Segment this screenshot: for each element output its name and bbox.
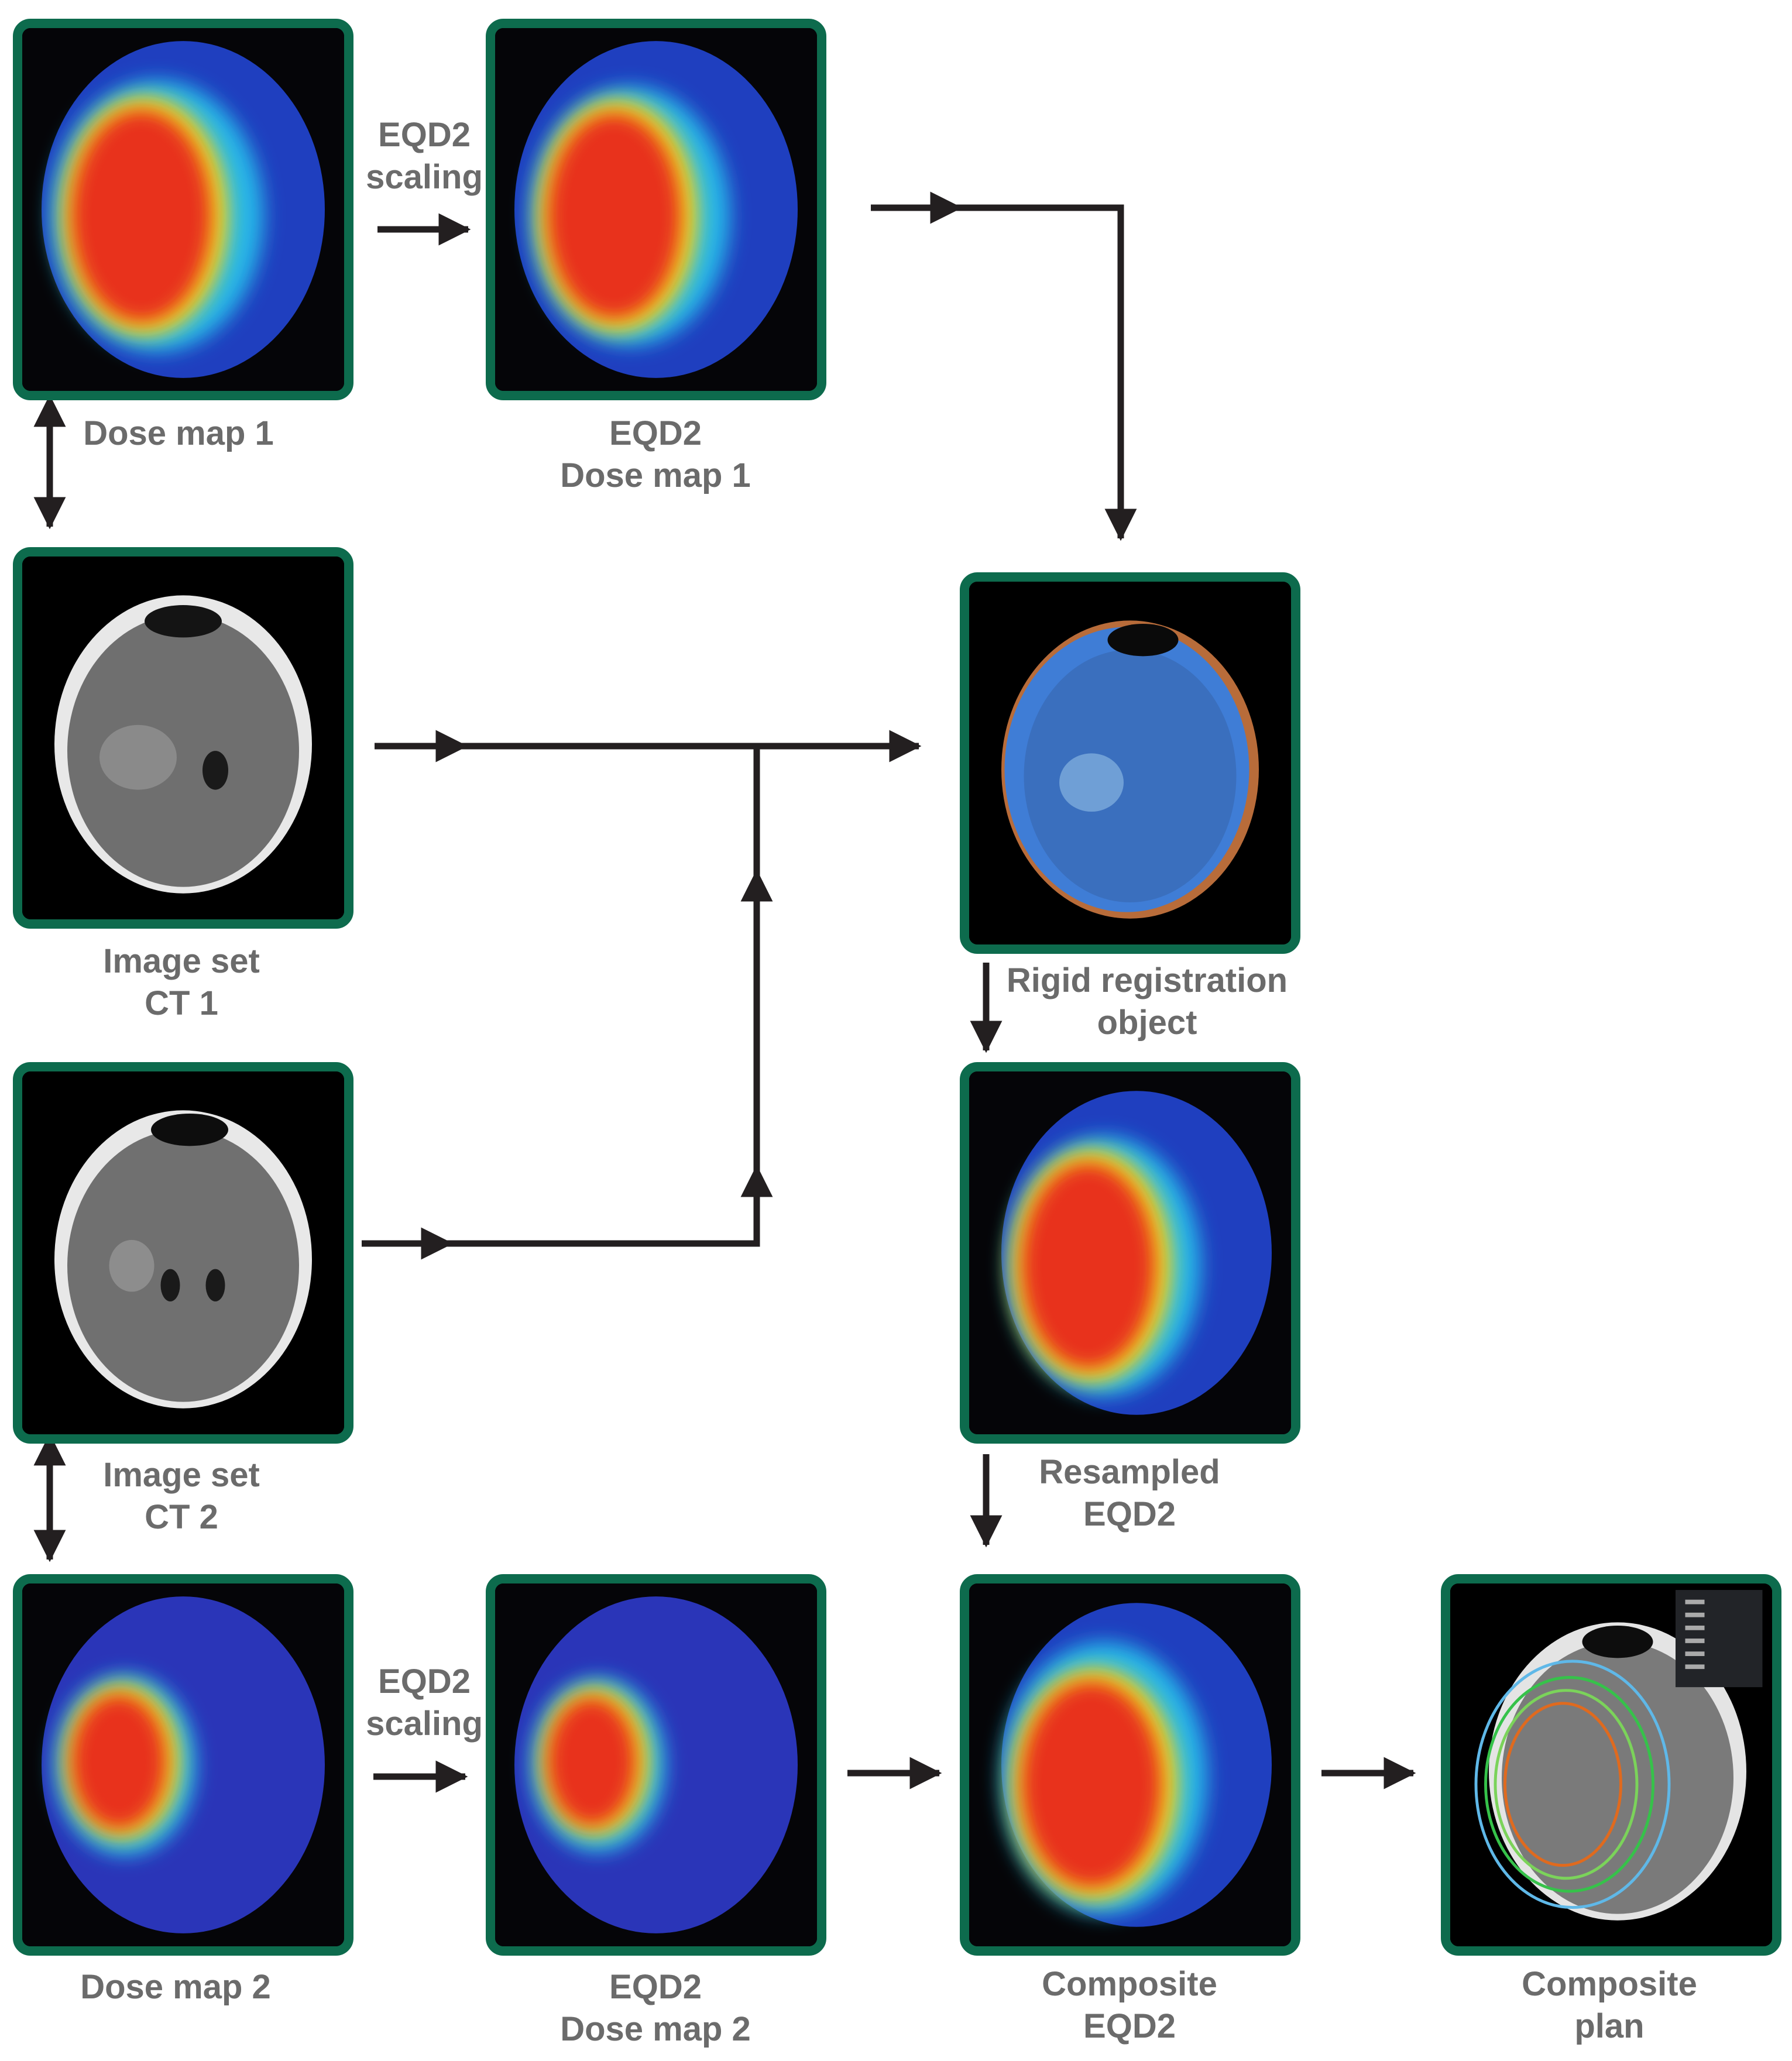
label-dose-map-2: Dose map 2 <box>80 1968 271 2006</box>
ct-scan-image <box>22 557 344 919</box>
dose-heatmap-image <box>969 1071 1291 1434</box>
label-composite-eqd2: Composite EQD2 <box>1042 1965 1217 2045</box>
label-composite-plan: Composite plan <box>1522 1965 1697 2045</box>
label-image-set-ct1: Image set CT 1 <box>103 942 260 1022</box>
label-scaling-top: EQD2 scaling <box>366 116 483 196</box>
label-image-set-ct2: Image set CT 2 <box>103 1456 260 1536</box>
panel-eqd2-dose-map-2 <box>486 1574 826 1956</box>
panel-composite-eqd2 <box>960 1574 1300 1956</box>
dose-heatmap-image <box>969 1583 1291 1946</box>
plan-overlay-image <box>1450 1583 1772 1946</box>
arrow-eqd2-to-registration <box>871 204 1137 541</box>
dose-heatmap-image <box>495 1583 817 1946</box>
panel-resampled-eqd2 <box>960 1062 1300 1444</box>
label-eqd2-dose-map-1: EQD2 Dose map 1 <box>560 414 751 494</box>
panel-image-set-ct1 <box>13 547 353 929</box>
label-rigid-registration: Rigid registration object <box>1006 961 1288 1042</box>
panel-dose-map-1 <box>13 19 353 400</box>
panel-eqd2-dose-map-1 <box>486 19 826 400</box>
panel-dose-map-2 <box>13 1574 353 1956</box>
dose-heatmap-image <box>22 1583 344 1946</box>
panel-rigid-registration <box>960 572 1300 954</box>
label-eqd2-dose-map-2: EQD2 Dose map 2 <box>560 1968 751 2048</box>
registration-overlay-image <box>969 582 1291 944</box>
dose-heatmap-image <box>22 28 344 391</box>
arrow-ct2-to-junction <box>362 746 760 1247</box>
label-resampled-eqd2: Resampled EQD2 <box>1039 1453 1220 1533</box>
panel-composite-plan <box>1441 1574 1781 1956</box>
label-dose-map-1: Dose map 1 <box>83 414 274 452</box>
label-scaling-bottom: EQD2 scaling <box>366 1662 483 1743</box>
panel-image-set-ct2 <box>13 1062 353 1444</box>
ct-scan-image <box>22 1071 344 1434</box>
dose-heatmap-image <box>495 28 817 391</box>
